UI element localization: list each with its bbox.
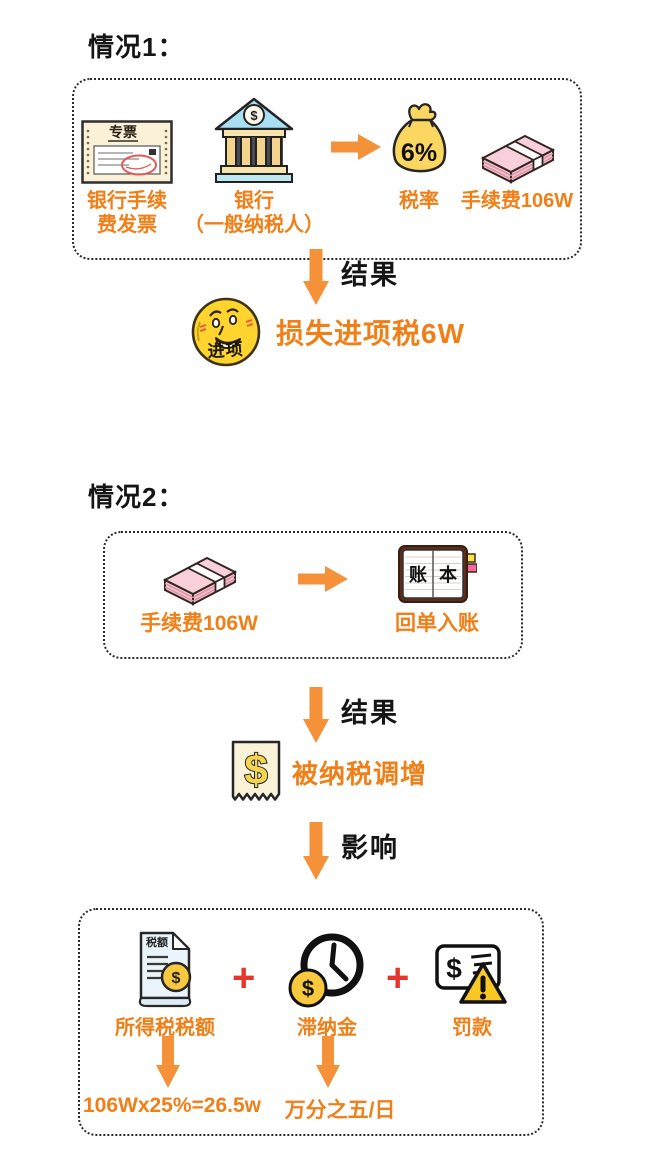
red-stamp — [121, 154, 157, 176]
impact-flow: 影响 — [303, 822, 399, 880]
ledger-label: 回单入账 — [395, 612, 479, 635]
result-flow-2: 结果 — [303, 687, 399, 743]
bank-label: 银行 （一般纳税人） — [184, 190, 324, 237]
invoice-label: 银行手续 费发票 — [87, 190, 167, 237]
bank-coin-symbol: $ — [250, 108, 258, 123]
invoice-icon-title: 专票 — [109, 124, 137, 140]
result-flow-1-label: 结果 — [341, 260, 399, 290]
tax-receipt-icon: $ — [231, 740, 281, 801]
fee-amount-label: 手续费106W — [460, 190, 574, 212]
down-arrow-icon — [303, 687, 329, 743]
bank-building-icon: $ — [214, 97, 294, 183]
arrow-figure-2 — [284, 546, 362, 606]
ledger-left-char: 账 — [409, 565, 427, 585]
down-arrow-icon — [316, 1036, 340, 1088]
income-tax-figure: 税额 $ 所得税税额 — [108, 926, 222, 1040]
fee-cash-figure: 手续费106W — [455, 96, 579, 213]
right-arrow-icon — [298, 566, 348, 592]
late-fee-label: 滞纳金 — [297, 1017, 357, 1039]
result-flow-2-label: 结果 — [341, 698, 399, 728]
tax-rate-figure: 6% 税率 — [383, 96, 455, 213]
fee-cash-figure-2: 手续费106W — [114, 546, 284, 637]
receipt-dollar-symbol: $ — [244, 746, 267, 793]
tax-rate-label: 税率 — [399, 190, 439, 212]
input-tax-coin-icon: 进项 — [191, 297, 261, 367]
situation-1-title: 情况1： — [88, 32, 185, 62]
tax-adjustment-text: 被纳税调增 — [292, 758, 428, 789]
doc-coin-symbol: $ — [172, 970, 181, 987]
plus-sign-1: + — [232, 956, 256, 1000]
ledger-figure: 账 本 回单入账 — [362, 545, 512, 637]
plus-sign-2: + — [386, 956, 410, 1000]
fine-label: 罚款 — [452, 1017, 492, 1039]
situation-2-box: 手续费106W 账 本 — [103, 531, 523, 659]
doc-icon-title: 税额 — [146, 935, 168, 949]
situation-2-title: 情况2： — [88, 482, 185, 512]
down-arrow-icon — [303, 249, 329, 305]
arrow-figure — [329, 96, 383, 184]
down-arrow-icon — [156, 1036, 180, 1088]
fine-figure: $ 罚款 — [415, 926, 529, 1040]
result-flow-1: 结果 — [303, 249, 399, 305]
situation-1-result-row: 进项 损失进项税6W — [190, 296, 465, 368]
late-fee-formula: 万分之五/日 — [284, 1099, 396, 1122]
ledger-book-icon: 账 本 — [398, 545, 477, 603]
tax-rate-value: 6% — [401, 139, 437, 167]
fine-warning-icon: $ — [435, 944, 507, 1004]
cash-stack-icon — [480, 134, 556, 184]
bank-figure: $ 银行 （一般纳税人） — [179, 96, 329, 238]
fine-dollar-symbol: $ — [446, 953, 462, 984]
cash-stack-icon — [162, 556, 238, 606]
situation-2-result-row: $ 被纳税调增 — [230, 739, 427, 805]
clock-coin-icon: $ — [288, 933, 364, 1008]
situation-1-box: 专票 银行手续 费发票 $ — [72, 78, 582, 260]
late-fee-figure: $ 滞纳金 — [270, 926, 384, 1040]
ledger-right-char: 本 — [439, 564, 457, 585]
invoice-figure: 专票 银行手续 费发票 — [75, 96, 179, 238]
clock-coin-symbol: $ — [302, 976, 314, 1001]
tax-amount-document-icon: 税额 $ — [138, 931, 192, 1008]
money-bag-icon: 6% — [392, 103, 447, 173]
fee-amount-label-2: 手续费106W — [140, 612, 258, 635]
right-arrow-icon — [331, 134, 381, 160]
bank-fee-invoice-icon: 专票 — [81, 120, 173, 184]
down-arrow-icon — [303, 822, 329, 880]
income-tax-formula: 106Wx25%=26.5w — [82, 1094, 262, 1117]
input-tax-loss-text: 损失进项税6W — [276, 318, 466, 349]
coin-text: 进项 — [207, 340, 244, 361]
impact-flow-label: 影响 — [341, 833, 399, 863]
impact-box: 税额 $ 所得税税额 + $ 滞纳金 + — [78, 908, 544, 1136]
income-tax-label: 所得税税额 — [115, 1017, 215, 1039]
